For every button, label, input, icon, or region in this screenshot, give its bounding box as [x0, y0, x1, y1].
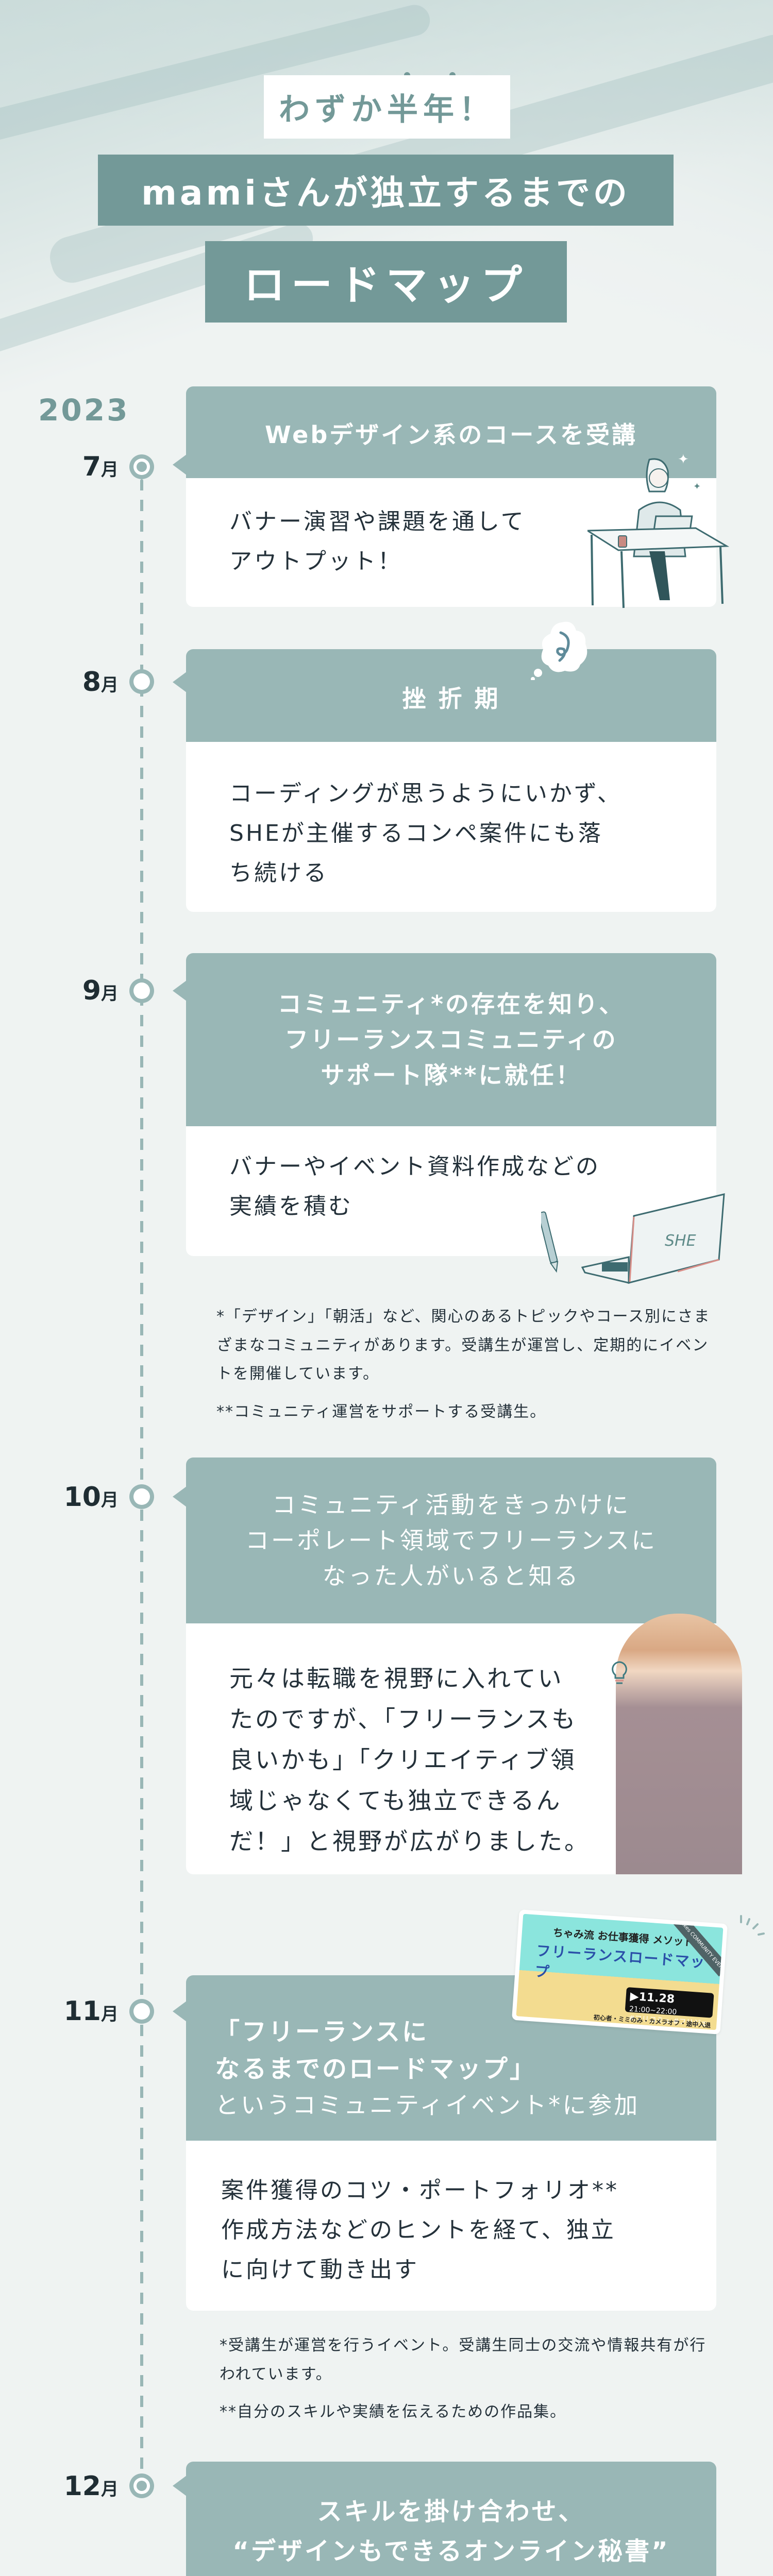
- timeline-year: 2023: [38, 393, 130, 428]
- body-line: バナーやイベント資料作成などの: [229, 1154, 600, 1180]
- community-event-banner: ちゃみ流 お仕事獲得 メソッド フリーランスロードマップ SHE likes C…: [511, 1909, 728, 2035]
- footnotes-11: *受講生が運営を行うイベント。受講生同士の交流や情報共有が行われています。 **…: [220, 2331, 714, 2427]
- card-body: 元々は転職を視野に入れてい たのですが、「フリーランスも 良いかも」「クリエイテ…: [186, 1623, 716, 1862]
- card-body: コーディングが思うようにいかず、 SHEが主催するコンペ案件にも落 ち続ける: [186, 742, 716, 893]
- card-heading: スキルを掛け合わせ、 “デザインもできるオンライン秘書” としてフリーランスに！: [173, 2462, 716, 2576]
- page-title-line2: ロードマップ: [205, 241, 567, 323]
- body-line: たのですが、「フリーランスも: [229, 1705, 578, 1734]
- timeline-card-12: スキルを掛け合わせ、 “デザインもできるオンライン秘書” としてフリーランスに！…: [173, 2462, 716, 2576]
- card-heading-text: コミュニティ活動をきっかけに: [272, 1490, 631, 1519]
- card-heading-text: コミュニティ*の存在を知り、: [277, 990, 625, 1018]
- body-line: SHEが主催するコンペ案件にも落: [229, 820, 603, 846]
- body-line: だ！」と視野が広がりました。: [229, 1827, 590, 1856]
- body-line: 元々は転職を視野に入れてい: [229, 1665, 564, 1692]
- body-line: ち続ける: [229, 860, 328, 886]
- card-heading-text: としてフリーランスに！: [305, 2571, 598, 2576]
- timeline-dashed-line: [140, 479, 143, 2486]
- card-heading-text: 「フリーランスに: [215, 2018, 429, 2046]
- body-line: コーディングが思うようにいかず、: [229, 781, 622, 807]
- month-label-8: 8月: [82, 667, 119, 698]
- body-line: 実績を積む: [229, 1193, 353, 1219]
- card-heading-text: というコミュニティイベント*に参加: [215, 2091, 640, 2119]
- header-kicker: わずか半年！: [264, 75, 510, 139]
- month-label-10: 10月: [63, 1482, 119, 1513]
- card-heading: Webデザイン系のコースを受講: [173, 386, 716, 478]
- timeline-node-7: [129, 454, 154, 479]
- timeline-card-9: コミュニティ*の存在を知り、 フリーランスコミュニティの サポート隊**に就任！…: [173, 953, 716, 1256]
- footnote: **コミュニティ運営をサポートする受講生。: [216, 1402, 547, 1421]
- laptop-and-pen-illustration: SHE: [541, 1193, 725, 1284]
- card-heading-text: 挫 折 期: [402, 684, 500, 713]
- timeline-node-8: [129, 669, 154, 694]
- card-body: バナーやイベント資料作成などの 実績を積む: [186, 1126, 716, 1226]
- timeline-node-12: [129, 2473, 154, 2498]
- month-label-12: 12月: [63, 2471, 119, 2502]
- card-body: 案件獲得のコツ・ポートフォリオ** 作成方法などのヒントを経て、独立 に向けて動…: [186, 2141, 716, 2290]
- woman-at-desk-illustration: ✦ ✦: [587, 453, 729, 608]
- body-line: 域じゃなくても独立できるん: [229, 1787, 562, 1815]
- mami-photo-pointing: [616, 1614, 742, 1874]
- month-label-9: 9月: [82, 975, 119, 1006]
- card-heading-text: なるまでのロードマップ」: [215, 2055, 537, 2083]
- card-heading: 挫 折 期: [173, 649, 716, 742]
- body-line: に向けて動き出す: [221, 2257, 419, 2283]
- month-label-11: 11月: [63, 1996, 119, 2027]
- emphasis-lines-icon: [740, 1915, 765, 1936]
- card-heading-text: スキルを掛け合わせ、: [317, 2497, 585, 2526]
- card-heading-text: Webデザイン系のコースを受講: [265, 420, 637, 449]
- body-line: アウトプット！: [229, 548, 402, 574]
- month-label-7: 7月: [82, 451, 119, 482]
- body-line: 案件獲得のコツ・ポートフォリオ**: [221, 2177, 619, 2204]
- card-heading: コミュニティ活動をきっかけに コーポレート領域でフリーランスに なった人がいると…: [173, 1458, 716, 1623]
- timeline-node-11: [129, 1999, 154, 2024]
- timeline-node-9: [129, 978, 154, 1003]
- card-body: バナー演習や課題を通して アウトプット！: [186, 478, 716, 581]
- page-title-line1: mamiさんが独立するまでの: [98, 155, 674, 226]
- timeline-card-11: 「フリーランスに なるまでのロードマップ」 というコミュニティイベント*に参加 …: [173, 1975, 716, 2311]
- body-line: バナー演習や課題を通して: [229, 509, 526, 535]
- card-heading-text: なった人がいると知る: [322, 1562, 580, 1590]
- thought-cloud-squiggle-icon: [531, 621, 587, 680]
- timeline-card-8: 挫 折 期 コーディングが思うようにいかず、 SHEが主催するコンペ案件にも落 …: [173, 649, 716, 912]
- footnote: *「デザイン」「朝活」など、関心のあるトピックやコース別にさまざまなコミュニティ…: [216, 1308, 711, 1383]
- event-date: ▶11.28: [629, 1990, 675, 2006]
- timeline-card-7: Webデザイン系のコースを受講 バナー演習や課題を通して アウトプット！: [173, 386, 716, 607]
- card-heading: コミュニティ*の存在を知り、 フリーランスコミュニティの サポート隊**に就任！: [173, 953, 716, 1126]
- timeline-node-10: [129, 1484, 154, 1509]
- svg-text:✦: ✦: [693, 481, 701, 492]
- footnote: *受講生が運営を行うイベント。受講生同士の交流や情報共有が行われています。: [220, 2336, 707, 2383]
- footnotes-9: *「デザイン」「朝活」など、関心のあるトピックやコース別にさまざまなコミュニティ…: [216, 1302, 711, 1426]
- card-heading-text: サポート隊**に就任！: [321, 1061, 582, 1089]
- body-line: 作成方法などのヒントを経て、独立: [221, 2217, 616, 2243]
- card-heading-text: コーポレート領域でフリーランスに: [245, 1526, 658, 1554]
- lightbulb-icon: [612, 1661, 627, 1684]
- card-heading-text: フリーランスコミュニティの: [284, 1025, 618, 1054]
- body-line: 良いかも」「クリエイティブ領: [229, 1746, 577, 1774]
- laptop-logo: SHE: [665, 1232, 696, 1250]
- svg-text:✦: ✦: [678, 453, 689, 467]
- card-heading-text: “デザインもできるオンライン秘書”: [232, 2536, 670, 2566]
- footnote: **自分のスキルや実績を伝えるための作品集。: [220, 2403, 567, 2421]
